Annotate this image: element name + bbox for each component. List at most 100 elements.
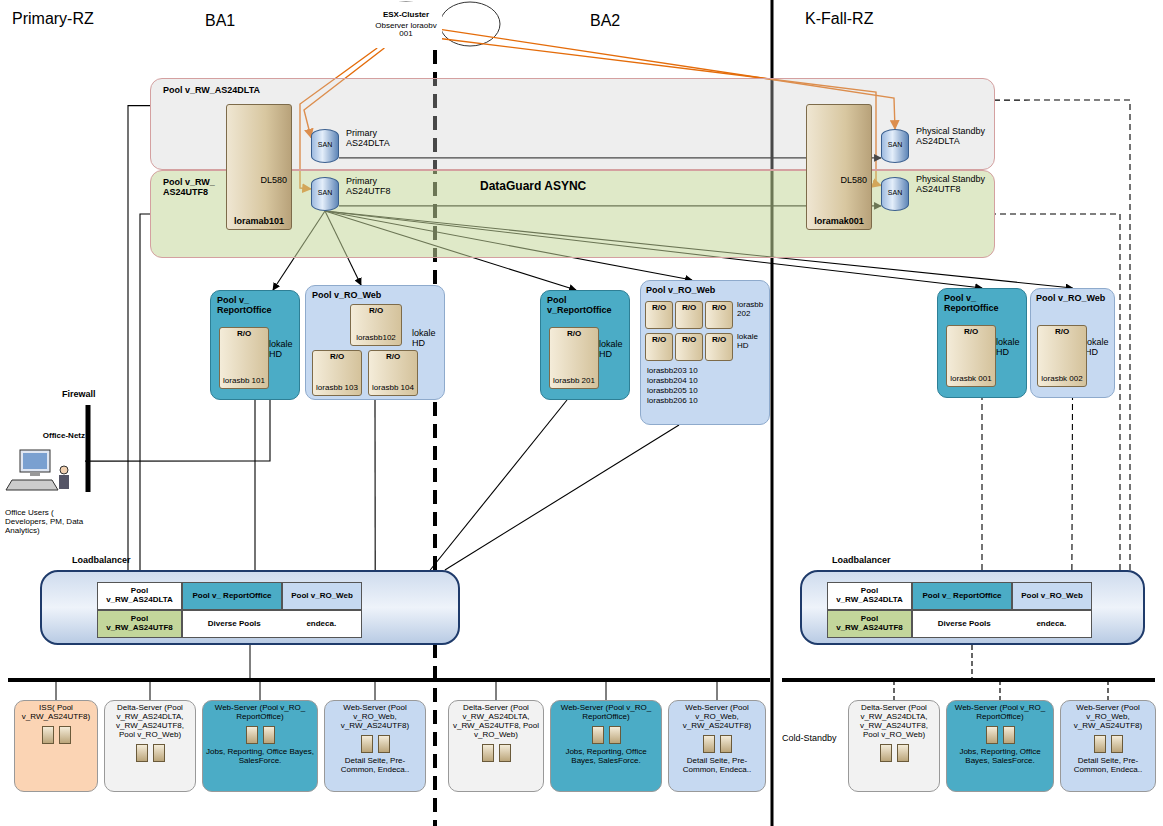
node-label: Pool v_RW_ AS24UTF8 xyxy=(163,177,227,197)
replication-link xyxy=(374,400,375,570)
zone-label: Primary-RZ xyxy=(12,10,94,28)
node-label: lorasbb 201 xyxy=(553,377,595,386)
server-group: Delta-Server (Pool v_RW_AS24DLTA, v_RW_A… xyxy=(848,700,940,792)
pool-cell: Pool v_RO_Web xyxy=(1012,582,1092,610)
ro-server: R/Olorasbk 002 xyxy=(1037,325,1087,387)
node-label: Delta-Server (Pool v_RW_AS24DLTA, v_RW_A… xyxy=(452,704,540,740)
node-label: loramak001 xyxy=(807,216,871,226)
node-label: lorasbb206 10 xyxy=(647,397,698,406)
firewall-label: Firewall xyxy=(62,390,96,400)
server-icons xyxy=(42,726,71,744)
pool-cell: Pool v_ ReportOffice xyxy=(182,582,282,610)
server-group: ISS( Pool v_RW_AS24UTF8) xyxy=(14,700,98,792)
replication-link xyxy=(445,425,679,570)
pool-cell: Pool v_RW_AS24UTF8 xyxy=(827,610,912,638)
node-label: R/O xyxy=(330,353,344,362)
node-label: ISS( Pool v_RW_AS24UTF8) xyxy=(18,704,94,722)
bus-stubs-dashed xyxy=(894,645,1108,700)
zone-label: Cold-Standby xyxy=(782,734,844,744)
node-label: lokale HD xyxy=(1085,337,1111,357)
node-label: Pool v_ ReportOffice xyxy=(217,295,295,315)
node-label: SAN xyxy=(312,189,338,197)
server-group: Web-Server (Pool v_RO_ ReportOffice)Jobs… xyxy=(550,700,662,792)
server-group: Delta-Server (Pool v_RW_AS24DLTA, v_RW_A… xyxy=(104,700,196,792)
node-label: lorasbb 202 xyxy=(737,301,769,319)
server-icons xyxy=(246,726,275,744)
replication-link xyxy=(128,106,150,570)
san-storage: SANPhysical Standby AS24UTF8 xyxy=(881,177,909,211)
server-icons xyxy=(592,726,621,744)
node-label: Pool v_RW_AS24DLTA xyxy=(830,587,909,605)
node-label: Delta-Server (Pool v_RW_AS24DLTA, v_RW_A… xyxy=(852,704,936,740)
node-label: Detail Seite, Pre-Common, Endeca.. xyxy=(1064,757,1152,775)
server-icons xyxy=(1094,735,1123,753)
san-storage: SANPhysical Standby AS24DLTA xyxy=(881,129,909,163)
node-label: Detail Seite, Pre-Common, Endeca.. xyxy=(328,757,422,775)
node-label: R/O xyxy=(237,330,251,339)
ro-server: R/O xyxy=(675,333,703,361)
server-icons xyxy=(703,735,732,753)
node-label: Jobs, Reporting, Office Bayes, SalesForc… xyxy=(950,748,1050,766)
node-label: Web-Server (Pool v_RO_Web, v_RW_AS24UTF8… xyxy=(328,704,422,731)
node-label: R/O xyxy=(369,307,383,316)
pool-cell: Pool v_RW_AS24DLTA xyxy=(827,582,912,610)
node-label: R/O xyxy=(712,336,726,345)
ro-server: R/O xyxy=(675,301,703,329)
replication-link xyxy=(430,400,567,570)
node-label: Delta-Server (Pool v_RW_AS24DLTA, v_RW_A… xyxy=(108,704,192,740)
replication-link xyxy=(254,400,255,570)
node-label: Pool v_RW_AS24DLTA xyxy=(100,587,179,605)
node-label: R/O xyxy=(682,336,696,345)
server-pool: Pool v_RO_Weblorasbb 202 lokale HD lorasbb… xyxy=(640,280,770,425)
ro-server: R/O xyxy=(645,301,673,329)
node-label: Pool v_RW_AS24UTF8 xyxy=(830,615,909,633)
node-label: Web-Server (Pool v_RO_ ReportOffice) xyxy=(554,704,658,722)
server-group: Web-Server (Pool v_RO_Web, v_RW_AS24UTF8… xyxy=(668,700,766,792)
ro-server: R/O lorasbb 101 xyxy=(219,327,269,389)
node-label: lokale HD xyxy=(737,333,769,351)
node-label: Loadbalancer xyxy=(832,555,891,565)
node-label: SAN xyxy=(882,141,908,149)
node-label: endeca. xyxy=(1036,620,1066,629)
node-label: lorasbb 103 xyxy=(316,384,358,393)
node-label: lorasbb102 xyxy=(356,334,396,343)
ro-server: R/Olorasbk 001 xyxy=(946,325,996,387)
node-label: Web-Server (Pool v_RO_ ReportOffice) xyxy=(206,704,314,722)
node-label: Pool v_RO_Web xyxy=(312,290,390,300)
server-group: Delta-Server (Pool v_RW_AS24DLTA, v_RW_A… xyxy=(448,700,544,792)
loadbalancer: LoadbalancerPool v_RW_AS24DLTAPool v_ Re… xyxy=(800,570,1145,645)
node-label: lorasbb204 10 xyxy=(647,377,698,386)
server-group: Web-Server (Pool v_RO_Web, v_RW_AS24UTF8… xyxy=(1060,700,1156,792)
node-label: Web-Server (Pool v_RO_Web, v_RW_AS24UTF8… xyxy=(672,704,762,731)
server-icons xyxy=(986,726,1015,744)
node-label: Pool v_RO_Web xyxy=(1036,293,1112,303)
node-label: Jobs, Reporting, Office Bayes, SalesForc… xyxy=(206,748,314,766)
node-label: R/O xyxy=(652,304,666,313)
node-label: Pool v_ ReportOffice xyxy=(922,592,1001,601)
node-label: DL580 xyxy=(840,175,867,185)
node-label: R/O xyxy=(1055,328,1069,337)
server-pool: Pool v_ReportOfficelokale HDR/Olorasbb 2… xyxy=(540,290,630,400)
ro-server: R/Olorasbb 104 xyxy=(368,350,418,396)
server-group: Web-Server (Pool v_RO_Web, v_RW_AS24UTF8… xyxy=(324,700,426,792)
pool-cell: Pool v_RW_AS24UTF8 xyxy=(97,610,182,638)
bus-stubs xyxy=(56,645,717,700)
node-label: Pool v_RO_Web xyxy=(291,592,353,601)
node-label: ESX-Cluster xyxy=(383,11,429,20)
node-label: Pool v_RO_Web xyxy=(646,285,736,295)
zone-label: BA2 xyxy=(590,12,620,30)
node-label: Physical Standby AS24UTF8 xyxy=(916,174,988,194)
node-label: R/O xyxy=(567,330,581,339)
ro-server: R/O lorasbb 201 xyxy=(549,327,599,389)
node-label: endeca. xyxy=(306,620,336,629)
network-bus xyxy=(782,678,1155,682)
node-label: Primary AS24UTF8 xyxy=(346,176,420,196)
node-label: R/O xyxy=(652,336,666,345)
office-client: Office-NetzOffice Users ( Developers, PM… xyxy=(5,432,85,536)
node-label: Pool v_RW_AS24DLTA xyxy=(163,85,260,95)
node-label: lorasbb 101 xyxy=(223,377,265,386)
san-storage: SANPrimary AS24UTF8 xyxy=(311,177,339,211)
node-label: Pool v_RW_AS24UTF8 xyxy=(100,615,179,633)
server-icons xyxy=(361,735,390,753)
server-group: Web-Server (Pool v_RO_ ReportOffice) Jobs… xyxy=(202,700,318,792)
